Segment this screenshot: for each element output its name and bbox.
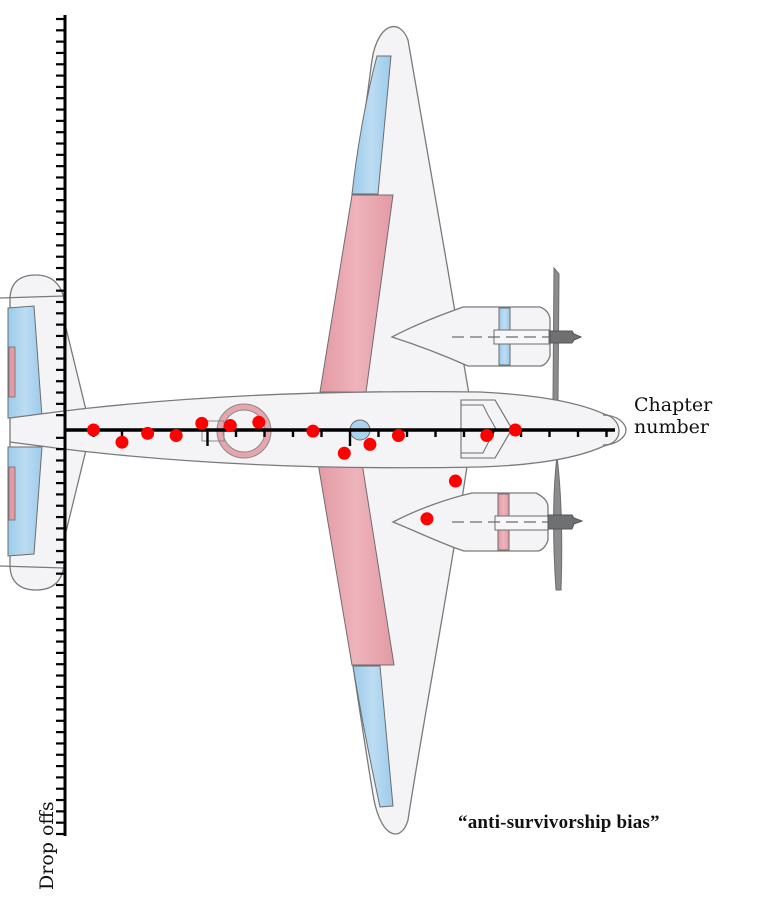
data-point (508, 423, 522, 437)
lower-spinner (547, 514, 584, 530)
data-point (252, 415, 266, 429)
tail-hinge-upper (0, 295, 65, 299)
data-point (223, 419, 237, 433)
data-point (363, 437, 377, 451)
cockpit-canopy (460, 399, 513, 459)
x-axis-label: Chapter number (634, 394, 713, 438)
lower-wing-blue-panel (352, 665, 394, 808)
data-point (141, 426, 155, 440)
data-points (87, 415, 522, 526)
upper-engine-shaft (493, 329, 550, 345)
tail-fin-lower (63, 444, 87, 541)
upper-spinner (549, 330, 583, 344)
data-point (306, 424, 320, 438)
y-axis-label: Drop offs (36, 801, 58, 890)
nose-cone (602, 414, 627, 446)
lower-engine-shaft (494, 515, 549, 531)
tail-red-strip-upper (8, 346, 16, 398)
data-point (337, 446, 351, 460)
data-point (169, 429, 183, 443)
data-point (391, 429, 405, 443)
axes (56, 15, 615, 836)
tail-hinge-lower (0, 565, 65, 569)
tail-fin-upper (63, 319, 87, 415)
data-point (480, 429, 494, 443)
upper-wing-blue-panel (351, 55, 392, 195)
tail-red-strip-lower (8, 466, 16, 521)
data-point (420, 512, 434, 526)
chart-annotation: “anti-survivorship bias” (458, 812, 660, 833)
data-point (448, 474, 462, 488)
data-point (195, 416, 209, 430)
tail-blue-panel-lower (7, 446, 43, 557)
airplane-illustration (0, 25, 627, 835)
data-point (87, 423, 100, 437)
data-point (115, 435, 129, 449)
